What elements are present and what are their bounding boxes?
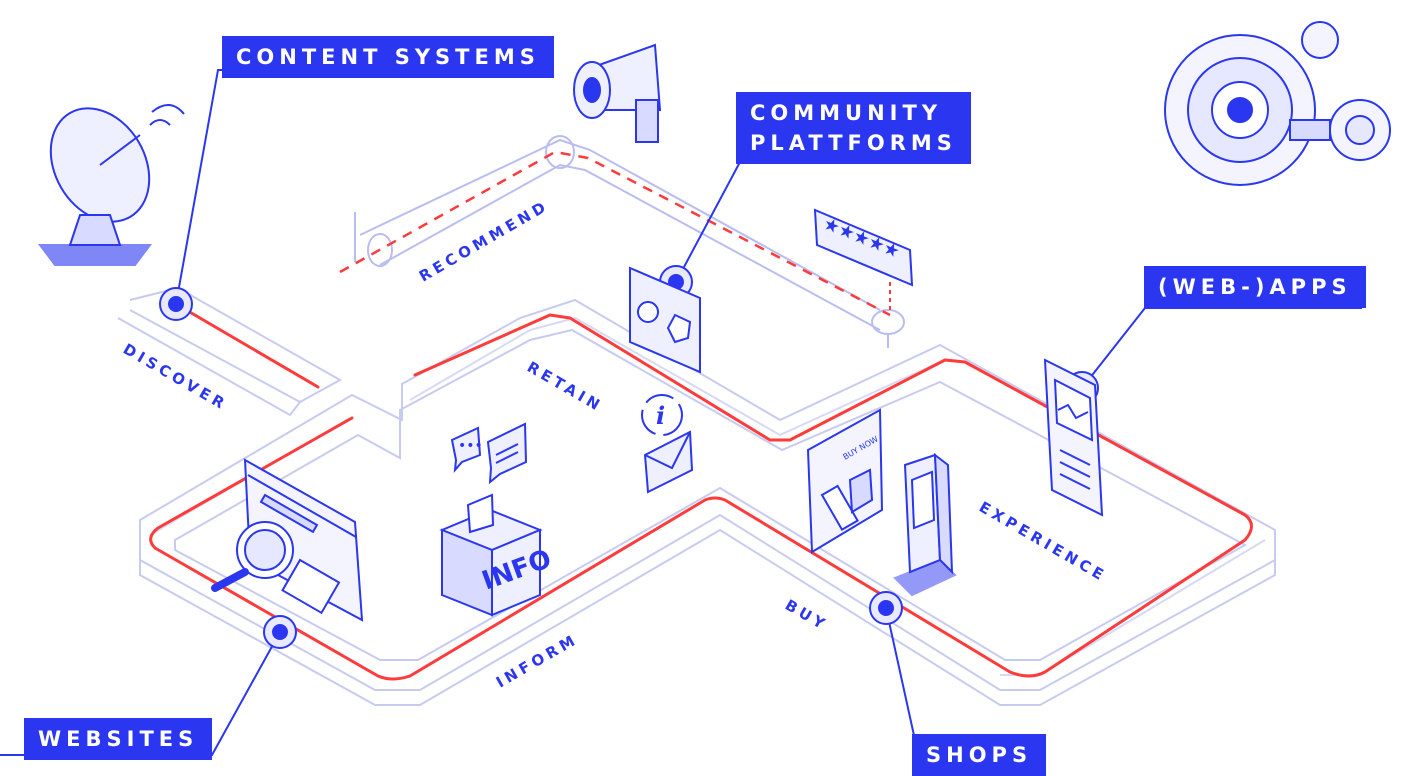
callout-community-line1: COMMUNITY [750, 101, 943, 125]
customer-path [149, 302, 1253, 681]
rating-stars-icon: ★★★★★ [813, 208, 914, 312]
chat-bubbles-icon: ••• [450, 422, 528, 485]
dot-content-systems [159, 287, 193, 321]
stage-experience: EXPERIENCE [976, 498, 1110, 586]
recommend-pipe [354, 135, 905, 348]
envelope-icon [643, 430, 694, 494]
callout-websites-text: WEBSITES [38, 727, 199, 751]
callout-content-systems-text: CONTENT SYSTEMS [236, 45, 540, 69]
callout-shops-text: SHOPS [926, 743, 1033, 767]
info-desk-icon: INFO [439, 493, 555, 617]
callout-shops: SHOPS [912, 734, 1047, 776]
dot-websites [263, 615, 297, 649]
stage-retain: RETAIN [524, 358, 606, 416]
callout-web-apps: (WEB-)APPS [1144, 266, 1366, 308]
browser-window-icon [243, 458, 364, 622]
callout-community-platforms: COMMUNITY PLATTFORMS [736, 92, 971, 164]
magnifier-icon [211, 521, 294, 592]
megaphone-icon [573, 43, 662, 143]
satellite-dish-icon [38, 104, 185, 266]
stage-buy: BUY [782, 596, 831, 635]
svg-text:•••: ••• [458, 438, 483, 454]
phone-app-icon [1043, 358, 1104, 517]
callout-websites: WEBSITES [24, 718, 213, 760]
info-cycle-icon: i [641, 394, 683, 436]
stage-recommend: RECOMMEND [416, 197, 552, 286]
callout-community-line2: PLATTFORMS [750, 131, 957, 155]
callout-web-apps-text: (WEB-)APPS [1158, 275, 1352, 299]
info-glyph: i [656, 401, 665, 430]
kiosk-icon [893, 452, 957, 597]
callout-content-systems: CONTENT SYSTEMS [222, 36, 554, 78]
dot-shops [869, 591, 903, 625]
shop-poster-icon: BUY NOW [806, 408, 884, 554]
profile-card-icon [629, 266, 701, 374]
robot-eye-icon [1164, 21, 1391, 186]
